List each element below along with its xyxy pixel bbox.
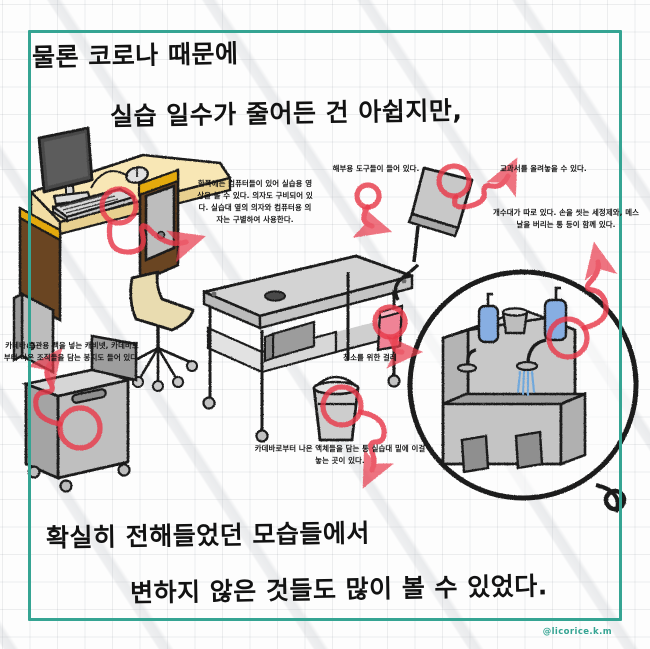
- arrow-circle-mop: [320, 384, 364, 428]
- closing-line-1: 확실히 전해들었던 모습들에서: [45, 518, 371, 553]
- headline-line-1: 물론 코로나 때문에: [31, 39, 239, 72]
- closing-line-2: 변하지 않은 것들도 많이 볼 수 있었다.: [129, 571, 548, 608]
- annotation-instrument-drawer: 해부용 도구들이 들어 있다.: [332, 164, 420, 173]
- annotation-fluid-container: 카데바로부터 나온 액체들을 담는 통 실습대 밑에 이걸 놓는 곳이 있다.: [254, 444, 426, 465]
- teal-border-frame: [28, 30, 622, 621]
- annotation-mop-bucket: 청소를 위한 걸레: [343, 353, 397, 362]
- foot-pedal-left: [460, 434, 490, 474]
- headline-line-2: 실습 일수가 줄어든 건 아쉽지만,: [109, 95, 463, 132]
- arrow-circle-computer: [99, 186, 139, 226]
- office-chair: [120, 270, 198, 392]
- author-watermark: @licorice.k.m: [542, 627, 612, 637]
- foot-pedal-right: [514, 430, 544, 470]
- arrow-circle-sink: [546, 316, 590, 360]
- annotation-book-stand: 교과서를 올려놓을 수 있다.: [500, 164, 587, 173]
- running-water: [516, 370, 536, 397]
- book-stand: [393, 166, 474, 301]
- instrument-drawer: [264, 320, 316, 363]
- annotation-sink-station: 개수대가 따로 있다. 손을 씻는 세정제와, 메스 날을 버리는 통 등이 함…: [492, 208, 640, 229]
- mouse: [90, 166, 149, 189]
- annotation-storage-cabinet: 카데바 보관용 백을 넣는 캐비넷, 카데바로부터 나온 조직들을 담는 봉지도…: [3, 341, 141, 362]
- arrow-circle-cabinet: [57, 405, 103, 451]
- sink-station: [441, 286, 587, 474]
- annotation-computer-desk: 한쪽에는 컴퓨터들이 있어 실습용 영상을 볼 수 있다. 의자도 구비되어 있…: [197, 179, 313, 224]
- soap-dispenser-left: [477, 292, 500, 344]
- pointer-arrows: [27, 157, 618, 489]
